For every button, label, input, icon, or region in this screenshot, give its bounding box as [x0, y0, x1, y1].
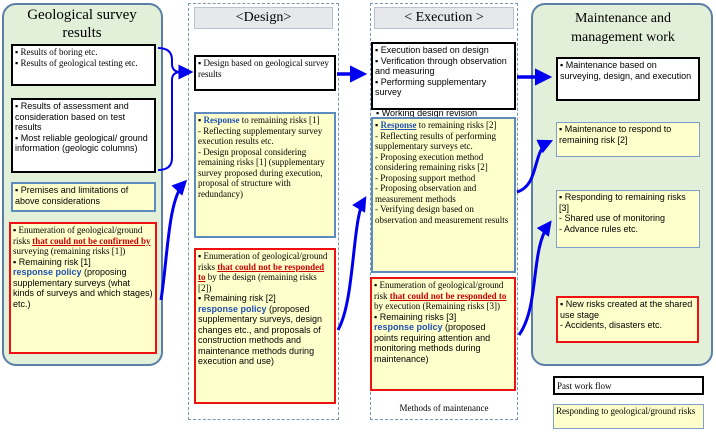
list-item: ▪ Results of boring etc.: [15, 47, 98, 57]
survey-column-title: Geological survey results: [27, 7, 137, 41]
survey-remaining-risks-box: ▪ Enumeration of geological/ground risks…: [9, 222, 157, 354]
execution-response-box: ▪ Response to remaining risks [2] - Refl…: [371, 117, 516, 273]
design-response-box: ▪ Response to remaining risks [1] - Refl…: [194, 112, 336, 238]
list-item: ▪ Most reliable geological/ ground infor…: [15, 132, 148, 154]
design-column-title: <Design>: [194, 7, 333, 29]
execution-based-box: ▪ Execution based on design ▪ Verificati…: [371, 42, 516, 110]
maintenance-new-risks-box: ▪ New risks created at the shared use st…: [556, 296, 699, 343]
design-remaining-risks-box: ▪ Enumeration of geological/ground risks…: [194, 248, 336, 404]
arrow-risk2-to-execution: [336, 196, 367, 331]
methods-of-maintenance-label: Methods of maintenance: [399, 403, 489, 413]
execution-remaining-risks-box: ▪ Enumeration of geological/ground risk …: [370, 277, 516, 391]
survey-premises-box: ▪ Premises and limitations of above cons…: [11, 182, 156, 212]
working-design-revision-label: ▪ Working design revision: [376, 108, 478, 117]
maintenance-based-box: ▪ Maintenance based on surveying, design…: [556, 57, 700, 101]
legend-responding-risks: Responding to geological/ground risks: [553, 404, 704, 429]
maintenance-risk3-box: ▪ Responding to remaining risks [3] - Sh…: [556, 190, 700, 248]
list-item: ▪ Results of geological testing etc.: [15, 57, 138, 68]
execution-column-title: < Execution >: [374, 7, 514, 29]
maintenance-risk2-box: ▪ Maintenance to respond to remaining ri…: [556, 122, 700, 157]
arrow-risk1-to-design: [159, 179, 188, 301]
design-based-box: ▪ Design based on geological survey resu…: [194, 55, 336, 91]
list-item: ▪ Results of assessment and consideratio…: [15, 101, 129, 132]
maintenance-column-title: Maintenance and management work: [571, 11, 675, 45]
survey-assessment-box: ▪ Results of assessment and consideratio…: [11, 98, 156, 173]
survey-boring-box: ▪ Results of boring etc. ▪ Results of ge…: [11, 44, 156, 86]
legend-past-work-flow: Past work flow: [553, 376, 704, 395]
